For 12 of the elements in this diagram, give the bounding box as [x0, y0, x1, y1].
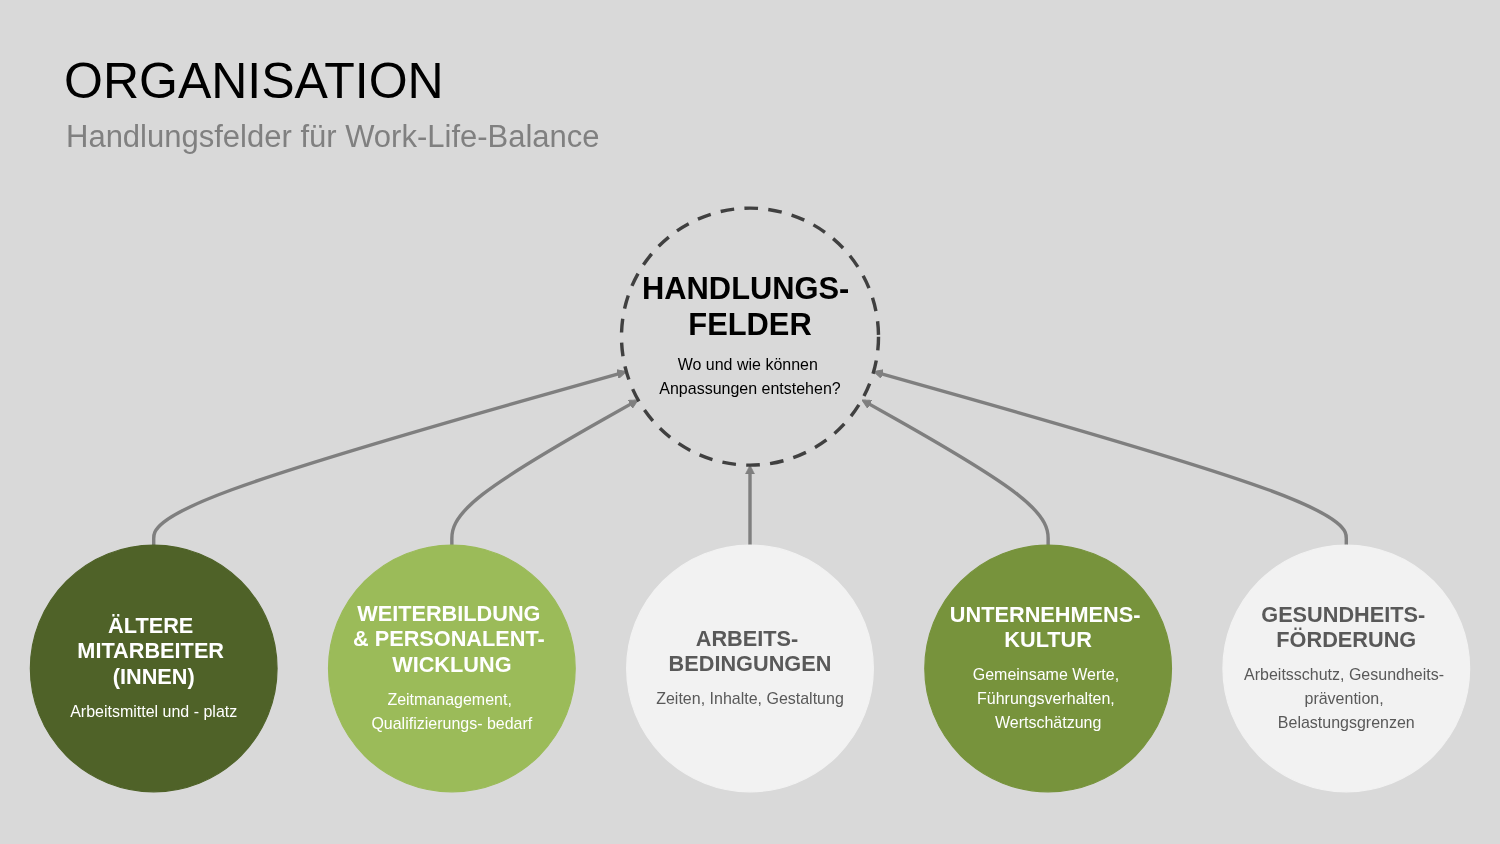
arrow: [152, 369, 627, 546]
node-circle: UNTERNEHMENS- KULTUR Gemeinsame Werte, Führungsverhalten, Wertschätzung: [924, 544, 1173, 793]
title: ORGANISATION: [64, 54, 444, 109]
arrow: [861, 399, 1050, 546]
node-circle: GESUNDHEITS- FÖRDERUNG Arbeitsschutz, Gesundheits- prävention, Belastungsgrenzen: [1222, 544, 1471, 793]
subtitle: Handlungsfelder für Work-Life-Balance: [66, 118, 600, 156]
node-circle: HANDLUNGS- FELDER Wo und wie können Anpassungen entstehen?: [619, 206, 881, 467]
node-circle: ARBEITS- BEDINGUNGEN Zeiten, Inhalte, Gestaltung: [626, 544, 874, 793]
arrow: [744, 464, 756, 546]
node-circle: ÄLTERE MITARBEITER (INNEN) Arbeitsmittel und - platz: [29, 544, 278, 793]
node-circle: WEITERBILDUNG & PERSONALENT- WICKLUNG Zeitmanagement, Qualifizierungs- bedarf: [327, 544, 576, 793]
arrow: [450, 399, 639, 546]
